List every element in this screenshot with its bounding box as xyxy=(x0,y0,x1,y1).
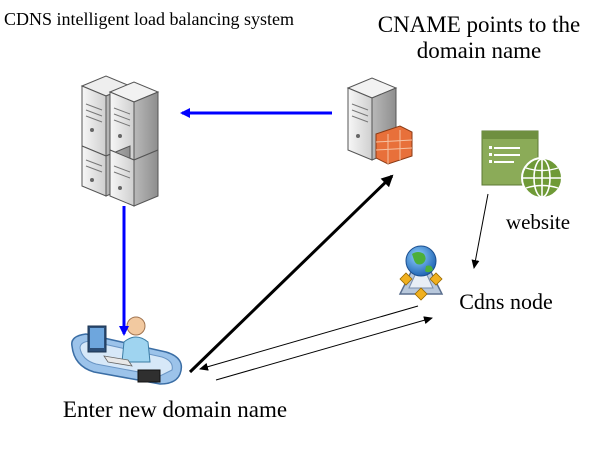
server-firewall-icon xyxy=(346,77,413,165)
arrow-user-to-cname xyxy=(188,174,394,374)
arrow-website-to-node xyxy=(471,193,489,269)
cdns-node-label: Cdns node xyxy=(459,289,553,314)
server-unit xyxy=(109,149,159,207)
enter-domain-label: Enter new domain name xyxy=(62,397,288,422)
arrow-user-to-node xyxy=(215,316,433,381)
cdns-system-label: CDNS intelligent load balancing system xyxy=(4,9,294,29)
user-workstation-icon xyxy=(71,316,183,385)
firewall-icon xyxy=(375,125,413,165)
server-cluster-icon xyxy=(80,75,160,207)
website-globe-icon xyxy=(481,130,563,199)
website-label: website xyxy=(505,210,571,234)
connection-arrows xyxy=(119,108,489,381)
network-node-globe-icon xyxy=(398,245,444,301)
server-unit xyxy=(108,81,160,161)
cname-label: CNAME points to the domain name xyxy=(377,12,581,64)
arrow-node-to-user xyxy=(199,305,419,371)
